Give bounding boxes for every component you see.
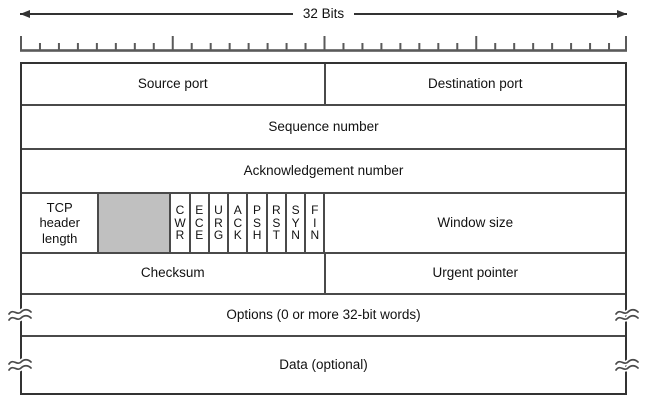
row-sequence-number: Sequence number — [22, 106, 625, 150]
row-ports: Source port Destination port — [22, 64, 625, 106]
flag-urg: U R G — [207, 194, 227, 252]
right-arrow-icon — [354, 9, 627, 18]
bits-width-indicator: 32 Bits — [20, 4, 627, 23]
flag-syn: S Y N — [284, 194, 304, 252]
break-mark-icon — [8, 357, 32, 373]
row-data: Data (optional) — [22, 337, 625, 393]
break-mark-icon — [615, 357, 639, 373]
field-urgent-pointer: Urgent pointer — [323, 254, 626, 293]
flag-ack: A C K — [227, 194, 246, 252]
header-box: Source port Destination port Sequence nu… — [20, 62, 627, 395]
row-acknowledgement-number: Acknowledgement number — [22, 150, 625, 194]
row-checksum: Checksum Urgent pointer — [22, 254, 625, 295]
flag-cwr: C W R — [169, 194, 188, 252]
row-header-length-and-flags: TCP header length C W R E C E U R G A C … — [22, 194, 625, 254]
break-mark-icon — [8, 307, 32, 323]
field-window-size: Window size — [323, 194, 625, 252]
flag-ece: E C E — [188, 194, 208, 252]
left-arrowhead-icon — [20, 9, 30, 18]
field-acknowledgement-number: Acknowledgement number — [243, 162, 404, 178]
field-sequence-number: Sequence number — [268, 118, 379, 134]
flag-rst: R S T — [265, 194, 285, 252]
bits-label: 32 Bits — [302, 6, 345, 21]
field-options: Options (0 or more 32-bit words) — [226, 306, 421, 322]
field-reserved-shaded — [97, 194, 170, 252]
bit-ruler — [20, 36, 627, 52]
flag-psh: P S H — [246, 194, 265, 252]
row-options: Options (0 or more 32-bit words) — [22, 295, 625, 337]
break-mark-icon — [615, 307, 639, 323]
right-arrowhead-icon — [617, 9, 627, 18]
field-tcp-header-length: TCP header length — [39, 199, 80, 246]
left-arrow-icon — [20, 9, 293, 18]
flag-fin: F I N — [304, 194, 323, 252]
field-data: Data (optional) — [279, 356, 368, 372]
field-source-port: Source port — [137, 75, 208, 91]
field-checksum: Checksum — [140, 265, 205, 281]
field-destination-port: Destination port — [323, 64, 626, 104]
